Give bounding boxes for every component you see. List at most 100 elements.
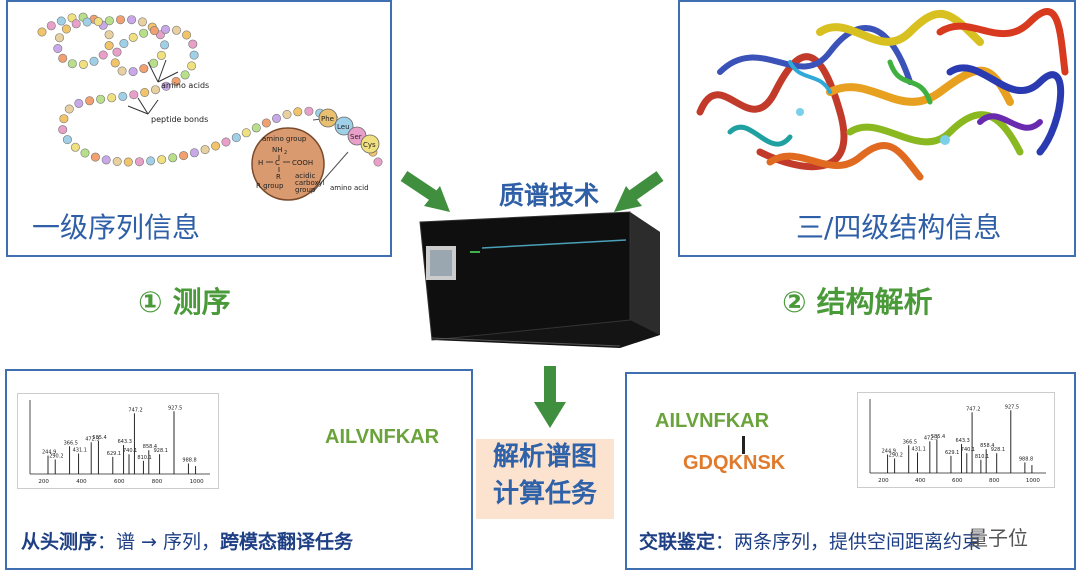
amino-acid-bead	[282, 110, 292, 120]
de-novo-description: ：谱 → 序列，	[97, 531, 221, 553]
amino-acid-bead	[149, 26, 159, 36]
amino-acid-bead	[46, 21, 56, 31]
arrow-from-sequence	[400, 171, 450, 212]
amino-acid-bead	[118, 91, 128, 101]
amino-acid-bead	[82, 17, 92, 27]
watermark: 量子位	[968, 526, 1028, 550]
cooh-label: COOH	[292, 159, 313, 167]
amino-acid-bead	[135, 157, 145, 167]
amino-acid-bead	[37, 27, 47, 37]
amino-acid-bead	[189, 148, 199, 158]
amino-acid-bead	[127, 15, 137, 25]
peptide-alpha: AILVNFKAR	[655, 410, 770, 432]
amino-acid-bead	[116, 15, 126, 25]
amino-acid-label: amino acid	[330, 184, 369, 192]
amino-acid-chain-illustration: amino acids peptide bonds amino group NH…	[37, 12, 383, 201]
amino-acid-bead	[293, 107, 303, 117]
h-label: H	[258, 159, 263, 167]
task-line-2: 计算任务	[492, 479, 597, 509]
amino-acid-bead	[271, 113, 281, 123]
spectrum-peak-label: 629.1	[107, 451, 121, 457]
r-group-label: R group	[256, 182, 284, 190]
carboxyl-label: carboxyl	[295, 179, 325, 187]
spectrum-peak-label: 472.3	[85, 436, 99, 442]
amino-acid-bead	[151, 85, 161, 95]
amino-acid-bead	[139, 64, 149, 74]
amino-acid-bead	[129, 90, 139, 100]
step-sequencing-label: ① 测序	[138, 285, 231, 319]
amino-acid-bead	[241, 128, 251, 138]
task-line-1: 解析谱图	[492, 442, 597, 472]
protein-structure-ribbon-illustration	[696, 8, 1069, 181]
nh2-label: NH	[272, 146, 283, 154]
amino-acid-bead	[104, 30, 114, 40]
spectrum-peak-label: 643.3	[956, 438, 970, 444]
amino-acid-bead	[189, 50, 199, 60]
spectrum-peak-label: 585.4	[931, 434, 945, 440]
spectrum-peak-label: 366.5	[64, 440, 78, 446]
residue-cys: Cys	[363, 141, 376, 149]
amino-acid-bead	[304, 106, 314, 116]
spectrum-x-tick: 400	[915, 478, 926, 484]
spectrum-peak-label: 747.2	[966, 406, 980, 412]
de-novo-footer: 从头测序：谱 → 序列，跨模态翻译任务	[21, 527, 353, 554]
amino-acid-magnified	[251, 127, 325, 201]
amino-acid-bead	[62, 135, 72, 145]
amino-acid-bead	[112, 47, 122, 57]
primary-sequence-caption: 一级序列信息	[32, 211, 201, 244]
amino-acid-bead	[56, 16, 66, 26]
spectrum-peak-label: 988.8	[1019, 456, 1033, 462]
amino-acid-bead	[110, 58, 120, 68]
amino-acid-bead	[119, 38, 129, 48]
amino-acid-bead	[93, 17, 103, 27]
acidic-label: acidic	[295, 172, 315, 180]
amino-acid-bead	[187, 61, 197, 71]
amino-acid-bead	[104, 41, 114, 51]
spectrum-x-tick: 600	[114, 479, 125, 485]
spectrum-peak-label: 810.1	[975, 454, 989, 460]
spectrum-peak-label: 810.1	[137, 455, 151, 461]
amino-acid-bead	[200, 145, 210, 155]
spectrum-peak-label: 740.1	[961, 447, 975, 453]
amino-acid-bead	[123, 157, 133, 167]
amino-acid-bead	[149, 58, 159, 68]
spectrum-peak-label: 858.4	[143, 444, 157, 450]
spectrum-x-tick: 200	[878, 478, 889, 484]
spectrum-analysis-task-box: 解析谱图 计算任务	[476, 439, 614, 519]
amino-group-label: amino group	[262, 135, 307, 143]
amino-acid-bead	[171, 76, 181, 86]
amino-acid-bead	[160, 40, 170, 50]
amino-acid-bead	[161, 81, 171, 91]
spectrum-plot: 244.9290.2366.5431.1472.3585.4629.1643.3…	[29, 400, 210, 485]
amino-acid-bead	[179, 151, 189, 161]
amino-acid-bead	[188, 39, 198, 49]
spectrum-x-tick: 200	[38, 479, 49, 485]
amino-acid-bead	[58, 53, 68, 63]
amino-acid-bead	[251, 123, 261, 133]
arrow-from-structure	[614, 171, 664, 212]
spectrum-peak-label: 928.1	[154, 448, 168, 454]
amino-acid-bead	[58, 125, 68, 135]
amino-acid-bead	[156, 50, 166, 60]
amino-acid-bead	[78, 59, 88, 69]
de-novo-term: 从头测序	[21, 531, 98, 553]
amino-acid-bead	[112, 157, 122, 167]
svg-text:2: 2	[284, 150, 287, 156]
amino-acid-bead	[221, 137, 231, 147]
peptide-bonds-label: peptide bonds	[151, 115, 208, 124]
residue-phe: Phe	[321, 115, 334, 123]
amino-acid-bead	[104, 16, 114, 26]
amino-acid-bead	[182, 30, 192, 40]
amino-acid-bead	[101, 155, 111, 165]
residue-ser: Ser	[350, 133, 362, 141]
amino-acid-bead	[71, 19, 81, 29]
amino-acid-bead	[61, 24, 71, 34]
amino-acid-bead	[67, 59, 77, 69]
spectrum-x-tick: 800	[989, 478, 1000, 484]
peptide-beta: GDQKNSK	[683, 452, 786, 474]
amino-acid-bead	[80, 148, 90, 158]
amino-acid-bead	[70, 142, 80, 152]
spectrum-x-tick: 800	[152, 479, 163, 485]
amino-acid-bead	[54, 33, 64, 43]
